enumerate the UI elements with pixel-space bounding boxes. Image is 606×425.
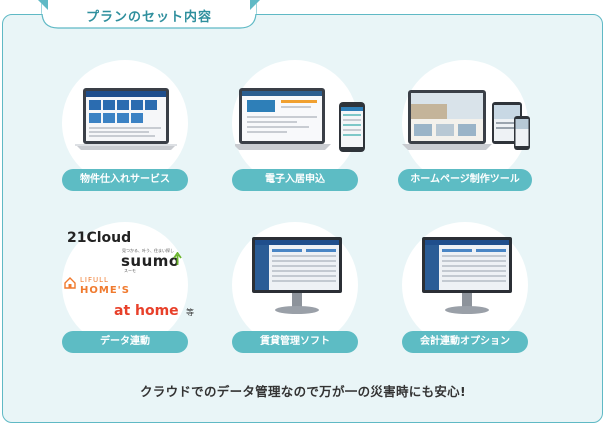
card-rental-management: 賃貸管理ソフト bbox=[232, 222, 358, 353]
section-title: プランのセット内容 bbox=[85, 10, 212, 25]
card-e-application: 電子入居申込 bbox=[232, 60, 365, 191]
footer-message: クラウドでのデータ管理なので万が一の災害時にも安心! bbox=[139, 384, 466, 399]
card-property-purchase: 物件仕入れサービス bbox=[62, 60, 188, 191]
suumo-arrow-icon bbox=[173, 252, 182, 265]
desktop-monitor-icon bbox=[422, 237, 512, 314]
desktop-monitor-icon bbox=[252, 237, 342, 314]
rental-management-label: 賃貸管理ソフト bbox=[232, 331, 358, 353]
house-icon bbox=[64, 277, 76, 289]
section-tab: プランのセット内容 bbox=[38, 0, 260, 29]
website-builder-label: ホームページ制作ツール bbox=[398, 169, 532, 191]
card-data-link: データ連動 bbox=[62, 222, 188, 353]
laptop-dashboard-icon bbox=[75, 88, 177, 150]
laptop-phone-form-icon bbox=[235, 88, 365, 152]
card-accounting-link: 会計連動オプション bbox=[402, 222, 528, 353]
logo-homes: HOME'S bbox=[80, 285, 130, 296]
card-website-builder: ホームページ制作ツール bbox=[398, 60, 532, 191]
logo-21cloud: 21Cloud bbox=[67, 230, 132, 246]
card-circle bbox=[62, 222, 188, 348]
logo-suumo: suumo bbox=[121, 252, 180, 270]
logo-suumo-tagline: 見つかる、叶う、住まい探し bbox=[122, 248, 174, 253]
laptop-tablet-phone-website-icon bbox=[402, 90, 530, 150]
logo-athome: at home bbox=[114, 303, 179, 319]
data-link-label: データ連動 bbox=[62, 331, 188, 353]
logo-lifull: LIFULL bbox=[80, 276, 109, 284]
e-application-label: 電子入居申込 bbox=[232, 169, 358, 191]
accounting-link-label: 会計連動オプション bbox=[402, 331, 528, 353]
property-purchase-label: 物件仕入れサービス bbox=[62, 169, 188, 191]
logo-etc: 等 bbox=[186, 308, 194, 317]
logo-suumo-sub: スーモ bbox=[124, 268, 136, 273]
